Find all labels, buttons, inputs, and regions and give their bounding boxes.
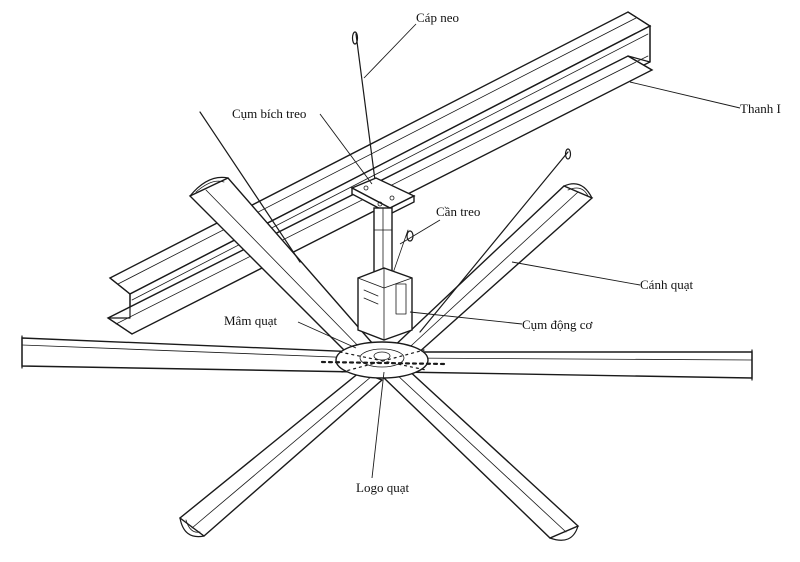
blade-upper-right — [388, 185, 594, 363]
motor-housing — [357, 267, 413, 341]
label-cap-neo: Cáp neo — [416, 10, 459, 25]
labels: Cáp neo Thanh I Cụm bích treo Cần treo C… — [224, 10, 781, 495]
label-cum-bich-treo: Cụm bích treo — [232, 106, 306, 121]
label-can-treo: Cần treo — [436, 204, 480, 219]
blade-lower-left — [178, 371, 384, 537]
down-rod — [373, 207, 393, 273]
blade-right — [399, 351, 753, 379]
label-thanh-i: Thanh I — [740, 101, 781, 116]
label-logo-quat: Logo quạt — [356, 480, 409, 495]
fan-hub — [320, 341, 446, 379]
label-cum-dong-co: Cụm động cơ — [522, 317, 594, 332]
fan-blades — [21, 176, 753, 541]
blade-left — [21, 337, 361, 373]
label-canh-quat: Cánh quạt — [640, 277, 693, 292]
anchor-cables — [199, 31, 572, 333]
label-mam-quat: Mâm quạt — [224, 313, 277, 328]
leader-lines — [297, 23, 741, 479]
